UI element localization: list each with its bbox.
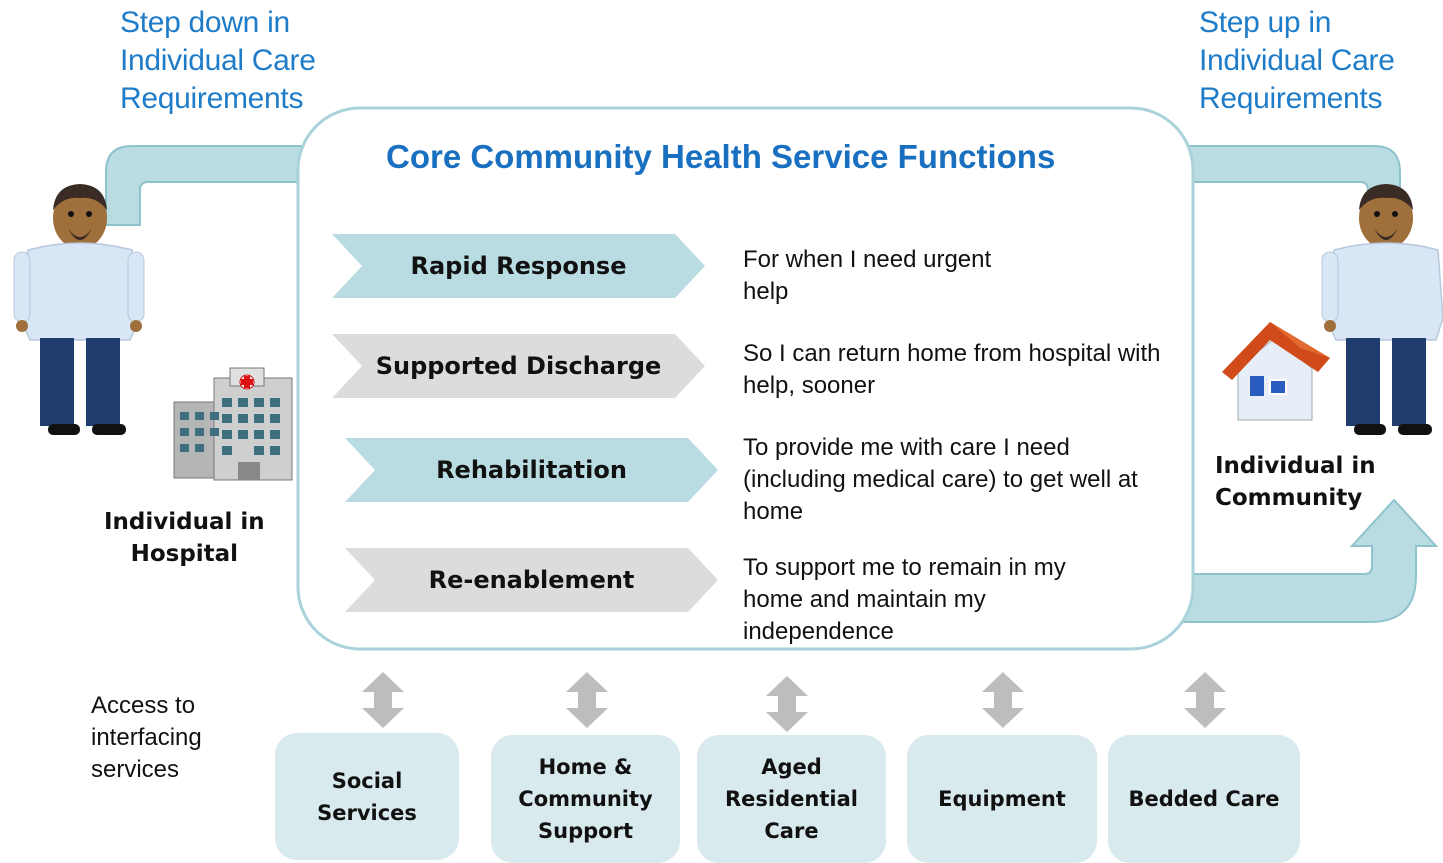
- function-label-supported-discharge: Supported Discharge: [375, 352, 662, 380]
- access-services-label: Access to interfacing services: [91, 692, 202, 783]
- service-label: Home & Community Support: [518, 755, 653, 843]
- hospital-building-icon: [173, 367, 293, 481]
- service-box-equipment: Equipment: [907, 735, 1097, 863]
- hospital-individual-label: Individual in Hospital: [104, 509, 265, 567]
- function-label-re-enablement: Re-enablement: [428, 566, 635, 594]
- service-box-social-services: Social Services: [275, 733, 459, 860]
- service-box-aged-residential-care: Aged Residential Care: [697, 735, 886, 863]
- function-label-rapid-response: Rapid Response: [410, 252, 627, 280]
- chevron-supported-discharge: [332, 334, 705, 398]
- person-in-community-icon: [1321, 184, 1443, 435]
- double-arrow-icon: [982, 672, 1024, 728]
- function-description-rapid-response: For when I need urgent help: [743, 246, 992, 305]
- service-label: Social Services: [317, 768, 417, 825]
- service-label: Bedded Care: [1128, 787, 1280, 811]
- chevron-rapid-response: [332, 234, 705, 298]
- house-icon: [1222, 322, 1330, 421]
- double-arrow-icon: [766, 676, 808, 732]
- service-box-bedded-care: Bedded Care: [1108, 735, 1300, 863]
- double-arrow-icon: [1184, 672, 1226, 728]
- chevron-re-enablement: [345, 548, 718, 612]
- service-label: Aged Residential Care: [725, 755, 858, 843]
- double-arrow-icon: [566, 672, 608, 728]
- person-in-hospital-icon: [13, 184, 145, 435]
- function-description-rehabilitation: To provide me with care I need (includin…: [743, 434, 1138, 525]
- chevron-rehabilitation: [345, 438, 718, 502]
- return-arrow: [1168, 498, 1439, 623]
- access-arrows: [362, 672, 1226, 732]
- community-individual-label: Individual in Community: [1215, 453, 1376, 511]
- step-up-note: Step up in Individual Care Requirements: [1199, 6, 1395, 115]
- service-box-home-community-support: Home & Community Support: [491, 735, 680, 863]
- service-label: Equipment: [938, 787, 1066, 811]
- double-arrow-icon: [362, 672, 404, 728]
- core-functions-title: Core Community Health Service Functions: [386, 138, 1056, 175]
- function-description-re-enablement: To support me to remain in my home and m…: [743, 554, 1066, 645]
- function-description-supported-discharge: So I can return home from hospital with …: [743, 340, 1161, 399]
- function-label-rehabilitation: Rehabilitation: [436, 456, 627, 484]
- step-down-note: Step down in Individual Care Requirement…: [120, 6, 316, 115]
